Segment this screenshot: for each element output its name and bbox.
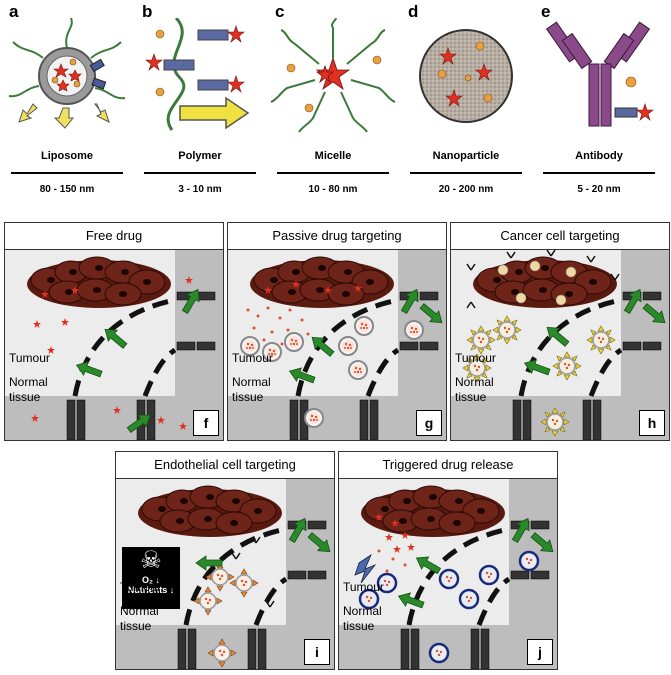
liposome-illustration: [8, 18, 126, 129]
tumour-label: Tumour: [455, 351, 496, 365]
carrier-name: Micelle: [314, 150, 352, 162]
normal-tissue-label: Normal tissue: [120, 604, 159, 633]
tumour-label: Tumour: [343, 580, 384, 594]
carrier-polymer: b Polymer 3 - 10 nm: [136, 0, 264, 205]
carrier-size: 80 - 150 nm: [39, 184, 95, 195]
panel-letter: i: [304, 639, 330, 665]
normal-tissue-label: Normal tissue: [9, 375, 48, 404]
panel-endothelial-targeting: Endothelial cell targeting ☠ O₂ ↓ Nutrie…: [115, 451, 335, 670]
skull-crossbones-icon: ☠: [140, 547, 162, 574]
panel-triggered-release: Triggered drug release Tumour Normal tis…: [338, 451, 558, 670]
oxygen-decrease-label: O₂ ↓: [142, 575, 160, 585]
tumour-label: Tumour: [9, 351, 50, 365]
carrier-row: a: [0, 0, 671, 210]
hypoxia-toxicity-box: ☠ O₂ ↓ Nutrients ↓: [122, 547, 180, 609]
divider: [11, 172, 123, 174]
panel-letter: j: [527, 639, 553, 665]
panel-free-drug: Free drug Tumour Normal tissue f: [4, 222, 224, 441]
carrier-liposome: a: [3, 0, 131, 205]
panel-title: Passive drug targeting: [228, 223, 446, 250]
carrier-micelle: c Micelle 10 - 80 nm: [269, 0, 397, 205]
carrier-size: 5 - 20 nm: [577, 184, 621, 195]
panel-cancer-cell-targeting: Cancer cell targeting Tumour Normal tiss…: [450, 222, 670, 441]
divider: [410, 172, 522, 174]
panel-scene: [116, 479, 334, 669]
panel-title: Free drug: [5, 223, 223, 250]
tumour-label: Tumour: [120, 580, 161, 594]
carrier-name: Polymer: [178, 150, 222, 162]
carrier-name: Antibody: [575, 150, 623, 162]
carrier-nanoparticle: d Nanoparticle 20 - 200 nm: [402, 0, 530, 205]
panel-title: Triggered drug release: [339, 452, 557, 479]
carrier-size: 10 - 80 nm: [308, 184, 358, 195]
panel-letter: g: [416, 410, 442, 436]
panel-scene: [5, 250, 223, 440]
polymer-illustration: [145, 18, 250, 131]
divider: [277, 172, 389, 174]
carrier-letter: c: [275, 2, 285, 21]
carrier-name: Liposome: [41, 150, 93, 162]
panel-scene: [339, 479, 557, 669]
panel-letter: f: [193, 410, 219, 436]
panel-scene: [228, 250, 446, 440]
nutrients-decrease-label: Nutrients ↓: [127, 585, 175, 595]
nanoparticle-illustration: [419, 29, 513, 123]
carrier-letter: e: [541, 2, 551, 21]
divider: [144, 172, 256, 174]
carrier-letter: d: [408, 2, 419, 21]
micelle-illustration: [270, 18, 396, 133]
panel-letter: h: [639, 410, 665, 436]
normal-tissue-label: Normal tissue: [232, 375, 271, 404]
normal-tissue-label: Normal tissue: [455, 375, 494, 404]
tumour-label: Tumour: [232, 351, 273, 365]
carrier-size: 3 - 10 nm: [178, 184, 222, 195]
panel-title: Endothelial cell targeting: [116, 452, 334, 479]
panel-passive-targeting: Passive drug targeting Tumour Normal tis…: [227, 222, 447, 441]
panel-title: Cancer cell targeting: [451, 223, 669, 250]
panel-scene: [451, 250, 669, 440]
carrier-size: 20 - 200 nm: [438, 184, 494, 195]
carrier-letter: b: [142, 2, 153, 21]
antibody-illustration: [545, 21, 654, 127]
carrier-name: Nanoparticle: [432, 150, 500, 162]
divider: [543, 172, 655, 174]
carrier-letter: a: [9, 2, 19, 21]
carrier-antibody: e Antibody 5 - 20 nm: [535, 0, 663, 205]
normal-tissue-label: Normal tissue: [343, 604, 382, 633]
